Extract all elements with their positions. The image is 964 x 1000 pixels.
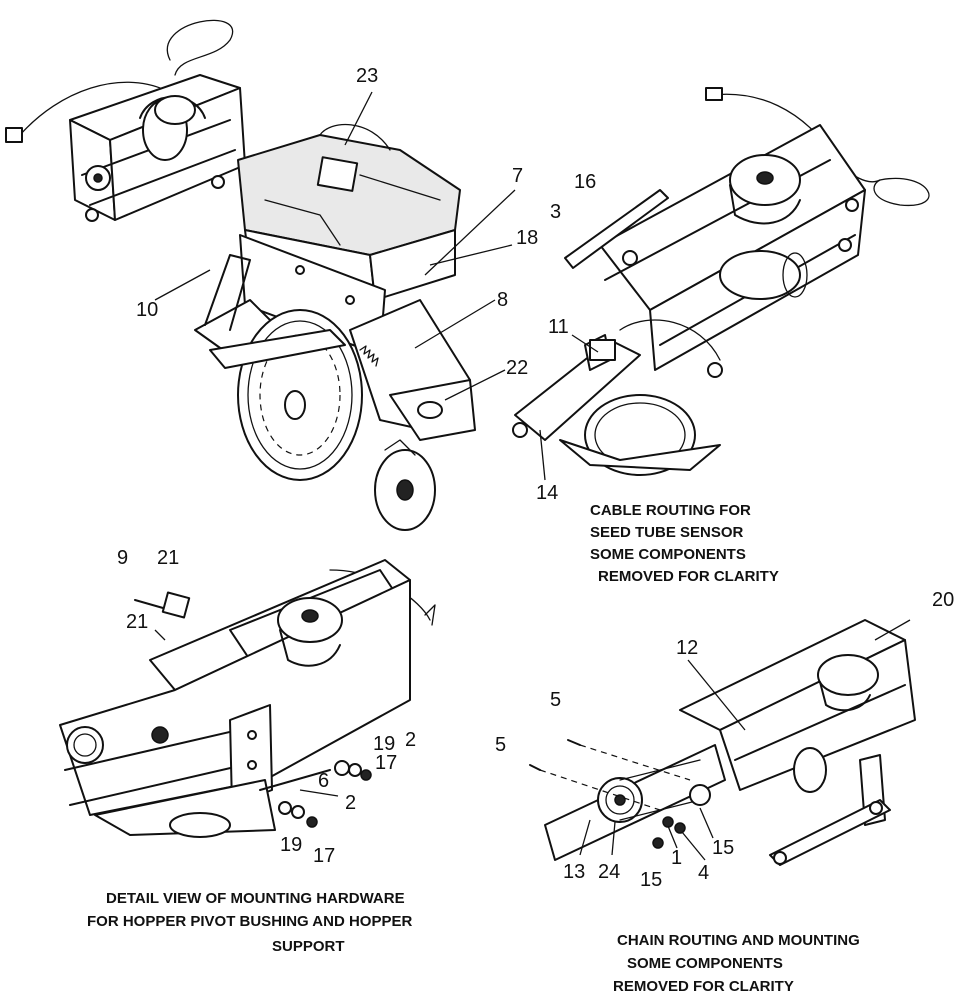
view-cable-routing — [512, 87, 930, 481]
callout-10: 10 — [136, 299, 159, 321]
callout-7: 7 — [512, 165, 524, 187]
callout-17-b: 17 — [313, 845, 336, 867]
callout-3: 3 — [550, 201, 562, 223]
view-row-unit-assembly — [5, 19, 516, 531]
callout-5-b: 5 — [495, 734, 507, 756]
callout-22: 22 — [506, 357, 529, 379]
callout-5: 5 — [550, 689, 562, 711]
callout-24: 24 — [598, 861, 621, 883]
callout-20: 20 — [932, 589, 955, 611]
caption-chain-routing-line-3: REMOVED FOR CLARITY — [613, 978, 794, 995]
caption-chain-routing-line-1: CHAIN ROUTING AND MOUNTING — [617, 932, 860, 949]
callout-19: 19 — [373, 733, 396, 755]
callout-4: 4 — [698, 862, 710, 884]
callout-15-b: 15 — [712, 837, 735, 859]
callout-8: 8 — [497, 289, 509, 311]
callout-11: 11 — [548, 316, 569, 338]
callout-17: 17 — [375, 752, 398, 774]
callout-18: 18 — [516, 227, 539, 249]
callout-13: 13 — [563, 861, 586, 883]
caption-mounting-line-1: DETAIL VIEW OF MOUNTING HARDWARE — [106, 890, 405, 907]
caption-mounting-line-2: FOR HOPPER PIVOT BUSHING AND HOPPER — [87, 913, 413, 930]
callout-16: 16 — [574, 171, 597, 193]
view-mounting-hardware — [59, 559, 436, 838]
callout-1: 1 — [671, 847, 683, 869]
callout-9: 9 — [117, 547, 129, 569]
callout-14: 14 — [536, 482, 559, 504]
callout-6: 6 — [318, 770, 330, 792]
view-chain-routing — [529, 619, 916, 866]
callout-21-b: 21 — [126, 611, 149, 633]
callout-15: 15 — [640, 869, 663, 891]
callout-2-b: 2 — [345, 792, 357, 814]
callout-23: 23 — [356, 65, 379, 87]
caption-cable-routing-line-4: REMOVED FOR CLARITY — [598, 568, 779, 585]
callout-19-b: 19 — [280, 834, 303, 856]
callout-2: 2 — [405, 729, 417, 751]
callout-21: 21 — [157, 547, 180, 569]
caption-cable-routing-line-3: SOME COMPONENTS — [590, 546, 746, 563]
caption-cable-routing-line-1: CABLE ROUTING FOR — [590, 502, 751, 519]
caption-cable-routing-line-2: SEED TUBE SENSOR — [590, 524, 744, 541]
callout-12: 12 — [676, 637, 699, 659]
caption-mounting-line-3: SUPPORT — [272, 938, 345, 955]
caption-chain-routing-line-2: SOME COMPONENTS — [627, 955, 783, 972]
